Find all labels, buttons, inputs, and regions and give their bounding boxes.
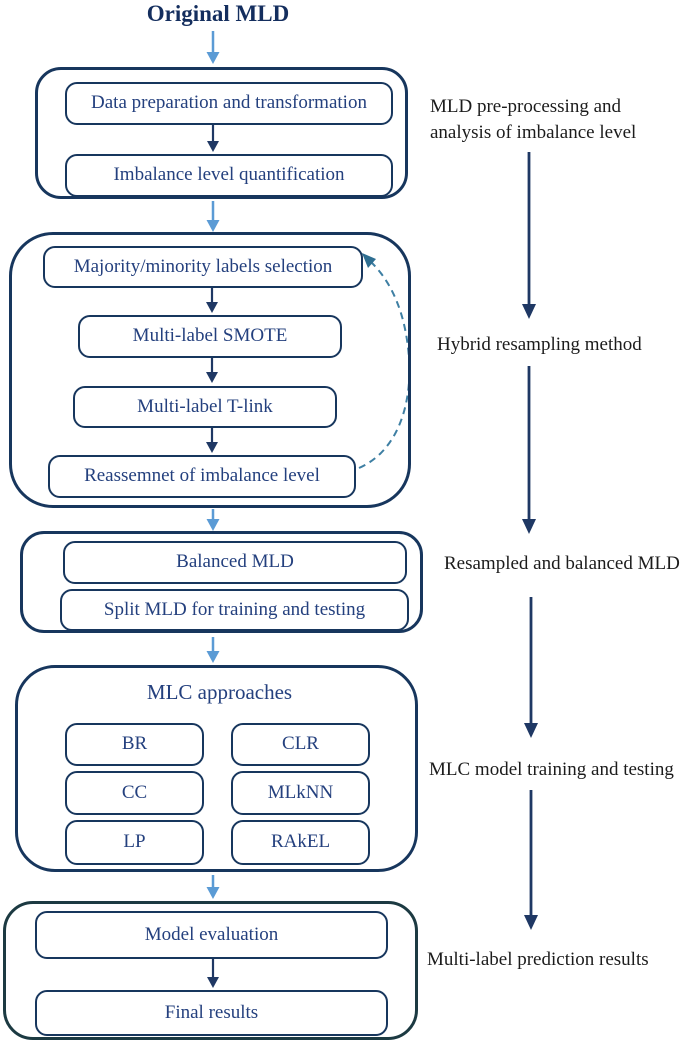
side-arrow-mlc-to-prediction [524, 790, 538, 930]
connector-arrow-mlc-to-evaluation [206, 875, 220, 899]
connector-arrow-preprocessing-to-resampling [206, 201, 220, 232]
side-label-balanced: Resampled and balanced MLD [444, 553, 680, 574]
connector-arrow-title-to-preprocessing [206, 31, 220, 64]
box-algo-mlknn: MLkNN [231, 771, 370, 815]
side-arrow-resampling-to-balanced [522, 366, 536, 534]
side-label-resampling: Hybrid resampling method [437, 334, 642, 355]
box-majority-minority-selection: Majority/minority labels selection [43, 246, 363, 288]
box-balanced-mld: Balanced MLD [63, 541, 407, 584]
connector-arrow-resampling-to-balanced [206, 509, 220, 531]
box-algo-cc: CC [65, 771, 204, 815]
connector-arrow-balanced-to-mlc [206, 637, 220, 663]
side-label-preprocessing-line2: analysis of imbalance level [430, 122, 637, 143]
box-algo-br: BR [65, 723, 204, 766]
stage-evaluation-container: Model evaluation Final results [3, 901, 418, 1040]
box-data-preparation: Data preparation and transformation [65, 82, 393, 125]
box-split-mld: Split MLD for training and testing [60, 589, 409, 631]
mlc-approaches-title: MLC approaches [146, 680, 293, 704]
stage-balanced-container: Balanced MLD Split MLD for training and … [20, 531, 423, 633]
side-arrow-preprocessing-to-resampling [522, 152, 536, 319]
box-algo-clr: CLR [231, 723, 370, 766]
side-label-preprocessing: MLD pre-processing and analysis of imbal… [430, 94, 636, 146]
side-arrow-balanced-to-mlc [524, 597, 538, 738]
box-reassessment-imbalance: Reassemnet of imbalance level [48, 455, 356, 498]
diagram-title: Original MLD [146, 1, 290, 26]
side-label-mlc: MLC model training and testing [429, 759, 674, 780]
box-multilabel-smote: Multi-label SMOTE [78, 315, 342, 358]
box-multilabel-tlink: Multi-label T-link [73, 386, 337, 428]
box-algo-lp: LP [65, 820, 204, 865]
side-label-preprocessing-line1: MLD pre-processing and [430, 96, 622, 117]
box-final-results: Final results [35, 990, 388, 1036]
stage-preprocessing-container: Data preparation and transformation Imba… [35, 67, 408, 199]
box-algo-rakel: RAkEL [231, 820, 370, 865]
box-imbalance-quantification: Imbalance level quantification [65, 154, 393, 197]
side-label-prediction: Multi-label prediction results [427, 949, 649, 970]
stage-mlc-container: MLC approaches BR CLR CC MLkNN LP RAkEL [15, 665, 418, 872]
stage-resampling-container: Majority/minority labels selection Multi… [9, 232, 411, 508]
box-model-evaluation: Model evaluation [35, 911, 388, 959]
